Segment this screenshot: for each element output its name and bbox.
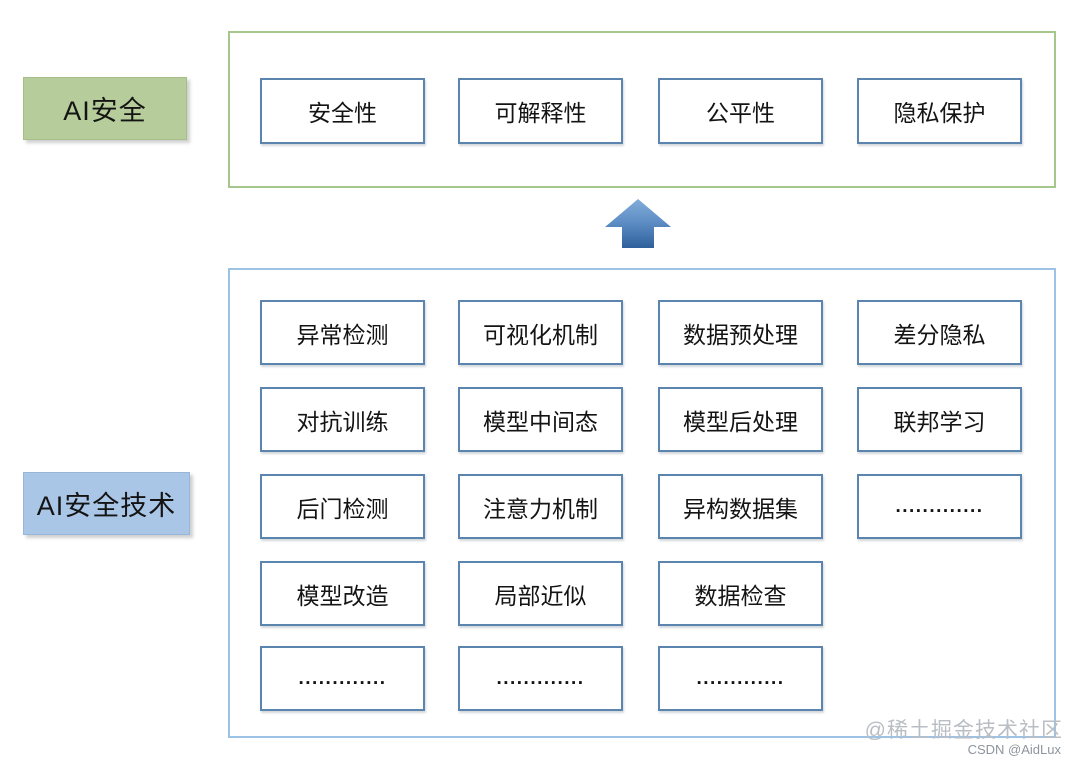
attribute-box-label: 隐私保护 bbox=[893, 100, 986, 126]
tech-box-label: 模型改造 bbox=[296, 582, 389, 609]
attribute-box-label: 可解释性 bbox=[494, 100, 587, 126]
tech-box-ellipsis: ............. bbox=[658, 646, 823, 711]
ai-safety-label-text: AI安全 bbox=[63, 96, 147, 126]
tech-box-visualization: 可视化机制 bbox=[458, 300, 623, 365]
ai-safety-tech-label: AI安全技术 bbox=[23, 472, 190, 535]
watermark-csdn: CSDN @AidLux bbox=[967, 742, 1061, 757]
tech-box-anomaly-detection: 异常检测 bbox=[260, 300, 425, 365]
tech-box-heterogeneous-dataset: 异构数据集 bbox=[658, 474, 823, 539]
tech-box-label: 对抗训练 bbox=[296, 408, 389, 435]
tech-box-model-postprocessing: 模型后处理 bbox=[658, 387, 823, 452]
tech-box-label: 联邦学习 bbox=[893, 408, 986, 435]
tech-box-label: ............. bbox=[895, 495, 984, 517]
tech-box-label: ............. bbox=[298, 667, 387, 689]
tech-box-backdoor-detection: 后门检测 bbox=[260, 474, 425, 539]
tech-box-data-inspection: 数据检查 bbox=[658, 561, 823, 626]
tech-box-label: ............. bbox=[496, 667, 585, 689]
attribute-box-privacy: 隐私保护 bbox=[857, 78, 1022, 144]
tech-box-label: 数据检查 bbox=[694, 582, 787, 609]
tech-box-attention-mechanism: 注意力机制 bbox=[458, 474, 623, 539]
up-arrow-icon bbox=[605, 199, 671, 248]
ai-safety-label: AI安全 bbox=[23, 77, 187, 140]
tech-box-differential-privacy: 差分隐私 bbox=[857, 300, 1022, 365]
tech-box-ellipsis: ............. bbox=[458, 646, 623, 711]
tech-box-label: 模型中间态 bbox=[483, 408, 598, 435]
tech-box-ellipsis: ............. bbox=[260, 646, 425, 711]
tech-box-data-preprocessing: 数据预处理 bbox=[658, 300, 823, 365]
tech-box-label: 数据预处理 bbox=[683, 321, 798, 348]
tech-box-label: 局部近似 bbox=[494, 582, 587, 609]
tech-box-label: 模型后处理 bbox=[683, 408, 798, 435]
attribute-box-label: 公平性 bbox=[706, 100, 775, 126]
tech-box-label: 异常检测 bbox=[296, 321, 389, 348]
attribute-box-safety: 安全性 bbox=[260, 78, 425, 144]
tech-box-model-modification: 模型改造 bbox=[260, 561, 425, 626]
attribute-box-fairness: 公平性 bbox=[658, 78, 823, 144]
tech-box-label: 可视化机制 bbox=[483, 321, 598, 348]
tech-box-local-approximation: 局部近似 bbox=[458, 561, 623, 626]
attribute-box-interpretability: 可解释性 bbox=[458, 78, 623, 144]
attribute-box-label: 安全性 bbox=[308, 100, 377, 126]
ai-safety-tech-label-text: AI安全技术 bbox=[36, 491, 177, 521]
tech-box-ellipsis: ............. bbox=[857, 474, 1022, 539]
tech-box-label: 差分隐私 bbox=[893, 321, 986, 348]
tech-box-label: ............. bbox=[696, 667, 785, 689]
tech-box-label: 后门检测 bbox=[296, 495, 389, 522]
tech-box-label: 异构数据集 bbox=[683, 495, 798, 522]
watermark-juejin: @稀土掘金技术社区 bbox=[864, 719, 1063, 742]
tech-box-federated-learning: 联邦学习 bbox=[857, 387, 1022, 452]
tech-box-model-intermediate: 模型中间态 bbox=[458, 387, 623, 452]
tech-box-label: 注意力机制 bbox=[483, 495, 598, 522]
tech-box-adversarial-training: 对抗训练 bbox=[260, 387, 425, 452]
